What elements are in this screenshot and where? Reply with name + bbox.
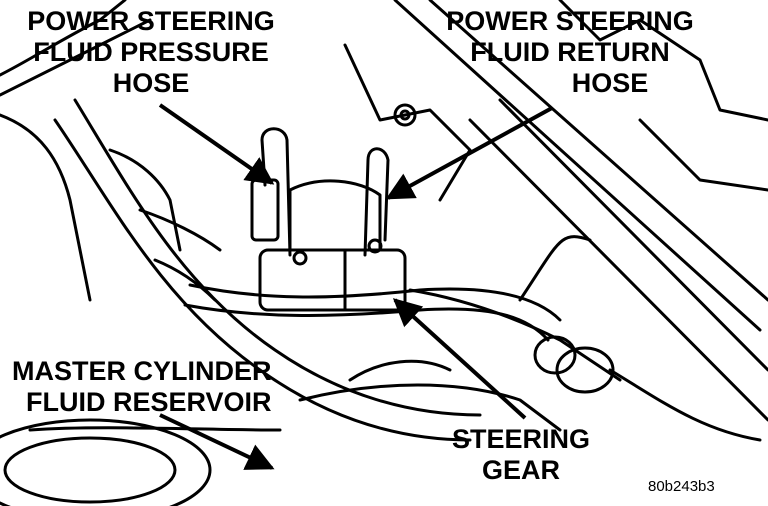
label-master-cylinder: MASTER CYLINDER FLUID RESERVOIR: [12, 356, 292, 418]
label-return-hose: POWER STEERING FLUID RETURN HOSE: [440, 6, 700, 99]
tube-left-2: [0, 113, 92, 302]
body-panel-2: [638, 118, 768, 192]
label-master-cylinder-line2: FLUID RESERVOIR: [26, 387, 272, 417]
frame-rail-lower: [468, 118, 768, 422]
label-return-hose-line2: FLUID RETURN: [470, 37, 670, 67]
lower-arm-b: [608, 368, 762, 442]
arrow-pressure-hose: [158, 103, 275, 185]
reservoir-line: [28, 426, 282, 432]
return-hose: [363, 147, 390, 257]
label-steering-gear: STEERING GEAR: [446, 424, 596, 486]
gear-boot: [555, 346, 615, 394]
left-cylinder-c: [153, 258, 217, 302]
bolt-center: [399, 109, 411, 121]
lower-tube-b: [348, 359, 452, 382]
tube-top: [0, 18, 152, 97]
pressure-hose-fitting: [250, 178, 280, 242]
frame-rail-edge: [498, 98, 768, 372]
fitting-2: [367, 238, 383, 254]
label-return-hose-line1: POWER STEERING: [446, 6, 694, 36]
bolt-head: [393, 103, 417, 127]
label-pressure-hose-line1: POWER STEERING: [27, 6, 275, 36]
reservoir-cap: [0, 418, 212, 506]
bracket: [343, 43, 472, 202]
body-panel: [558, 0, 768, 122]
lower-tube: [298, 383, 562, 432]
tube-top-b: [0, 0, 127, 77]
arrow-master-cylinder: [159, 413, 275, 470]
reservoir-cap-inner: [3, 436, 177, 504]
label-return-hose-line3: HOSE: [571, 68, 649, 98]
arrow-steering-gear: [392, 298, 527, 420]
frame-rail-inner: [428, 0, 768, 302]
label-pressure-hose-line2: FLUID PRESSURE: [33, 37, 269, 67]
pressure-hose: [260, 127, 292, 257]
gear-housing: [258, 248, 407, 312]
tube-left-1b: [73, 98, 482, 417]
frame-rail: [393, 0, 762, 332]
left-cylinder-b: [138, 208, 222, 252]
tube-left-1: [53, 118, 472, 442]
label-pressure-hose-line3: HOSE: [112, 68, 190, 98]
gear-boot-2: [533, 335, 577, 375]
label-pressure-hose: POWER STEERING FLUID PRESSURE HOSE: [22, 6, 280, 99]
fitting-1: [292, 250, 308, 266]
label-master-cylinder-line1: MASTER CYLINDER: [12, 356, 272, 386]
left-cylinder: [108, 148, 182, 252]
label-steering-gear-line1: STEERING: [451, 424, 591, 454]
figure-id: 80b243b3: [648, 478, 715, 495]
lower-arm: [518, 235, 592, 302]
arrow-return-hose: [385, 106, 553, 200]
label-steering-gear-line2: GEAR: [481, 455, 560, 485]
